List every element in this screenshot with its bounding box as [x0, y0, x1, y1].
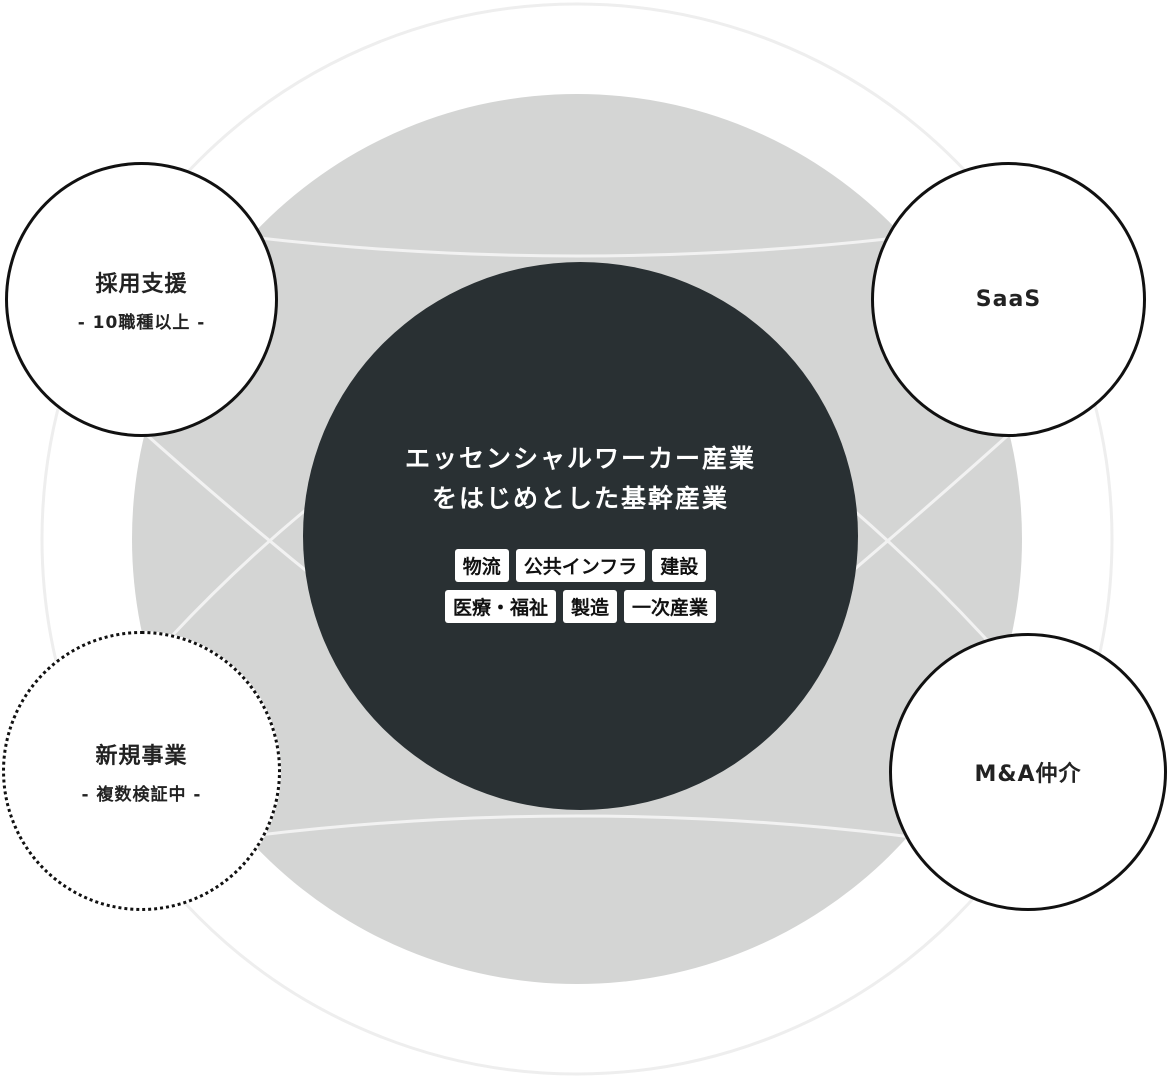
node-subtitle: - 複数検証中 - — [81, 784, 202, 805]
node-saas: SaaS — [871, 162, 1146, 437]
industry-tag: 物流 — [454, 549, 509, 582]
node-subtitle: - 10職種以上 - — [77, 313, 206, 333]
industry-tag: 建設 — [652, 549, 707, 582]
tag-row-2: 医療・福祉 製造 一次産業 — [444, 590, 717, 623]
node-title: M&A仲介 — [974, 762, 1082, 787]
node-title: 新規事業 — [95, 743, 188, 769]
industry-tag: 医療・福祉 — [444, 590, 556, 623]
industry-tag: 一次産業 — [624, 590, 717, 623]
industry-tag: 公共インフラ — [515, 549, 646, 582]
node-title: SaaS — [975, 287, 1042, 312]
node-new-business: 新規事業 - 複数検証中 - — [2, 631, 281, 911]
core-title: エッセンシャルワーカー産業 をはじめとした基幹産業 — [405, 439, 756, 519]
core-industry-circle: エッセンシャルワーカー産業 をはじめとした基幹産業 物流 公共インフラ 建設 医… — [303, 262, 858, 810]
core-title-line1: エッセンシャルワーカー産業 — [404, 444, 756, 473]
node-title: 採用支援 — [95, 272, 188, 297]
tag-row-1: 物流 公共インフラ 建設 — [454, 549, 707, 582]
outer-ring — [40, 2, 1114, 1076]
industry-tags: 物流 公共インフラ 建設 医療・福祉 製造 一次産業 — [444, 549, 717, 623]
industry-tag: 製造 — [562, 590, 617, 623]
node-recruitment-support: 採用支援 - 10職種以上 - — [5, 162, 278, 437]
core-title-line2: をはじめとした基幹産業 — [431, 484, 729, 513]
node-ma-brokerage: M&A仲介 — [889, 633, 1167, 911]
